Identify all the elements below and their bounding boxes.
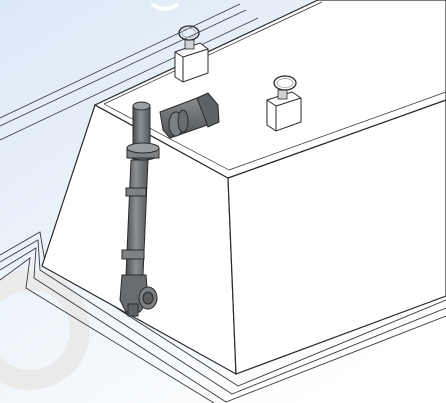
pipe-assembly [119, 92, 220, 317]
top-mark [150, 2, 180, 11]
floor-frame-top [0, 3, 259, 141]
lifting-lug-right [266, 75, 302, 132]
watermark-ring [0, 270, 90, 390]
tank-top-bevel [103, 1, 446, 171]
lifting-eye-icon [178, 25, 200, 41]
pipe-joint-lower [121, 249, 145, 260]
lifting-eye-icon [273, 75, 297, 91]
lifting-lug-left [174, 25, 209, 83]
pipe-elbow [159, 92, 220, 139]
pipe-bottom-fitting [119, 274, 158, 317]
pipe-clamp-icon [126, 142, 160, 161]
pipe-joint [125, 187, 147, 197]
